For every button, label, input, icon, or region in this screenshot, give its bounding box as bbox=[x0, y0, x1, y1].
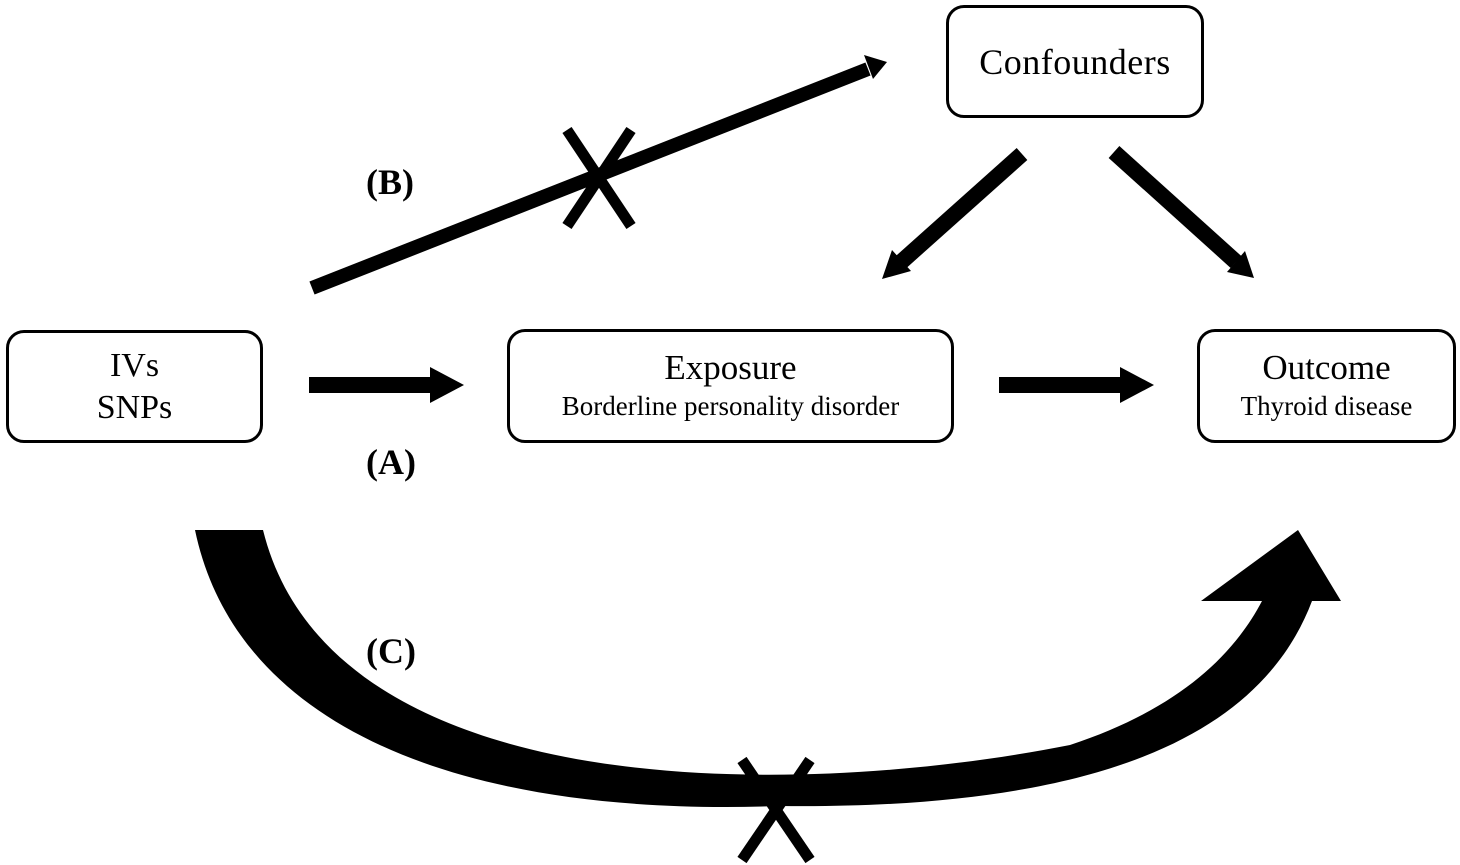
arrow-ivs-to-exposure bbox=[309, 367, 464, 403]
path-label-a: (A) bbox=[366, 442, 416, 482]
outcome-node-subtitle: Thyroid disease bbox=[1240, 391, 1413, 421]
arrow-confounders-to-exposure bbox=[882, 148, 1028, 279]
ivs-node-title: IVs bbox=[109, 346, 160, 384]
ivs-node-subtitle: SNPs bbox=[96, 388, 173, 426]
cross-mark-path-c bbox=[737, 756, 815, 864]
outcome-node-title: Outcome bbox=[1262, 348, 1391, 387]
arrow-ivs-to-outcome-direct bbox=[195, 530, 1341, 808]
arrow-exposure-to-outcome bbox=[999, 367, 1154, 403]
outcome-node: Outcome Thyroid disease bbox=[1197, 329, 1456, 443]
arrow-confounders-to-outcome bbox=[1108, 146, 1254, 278]
path-label-c: (C) bbox=[366, 631, 416, 671]
cross-mark-path-b bbox=[562, 126, 636, 230]
exposure-node-title: Exposure bbox=[664, 348, 797, 387]
confounders-node-title: Confounders bbox=[979, 41, 1171, 82]
exposure-node-subtitle: Borderline personality disorder bbox=[561, 391, 900, 421]
path-label-b: (B) bbox=[366, 162, 414, 202]
arrow-ivs-to-confounders bbox=[309, 55, 887, 295]
exposure-node: Exposure Borderline personality disorder bbox=[507, 329, 954, 443]
confounders-node: Confounders bbox=[946, 5, 1204, 118]
ivs-node: IVs SNPs bbox=[6, 330, 263, 443]
